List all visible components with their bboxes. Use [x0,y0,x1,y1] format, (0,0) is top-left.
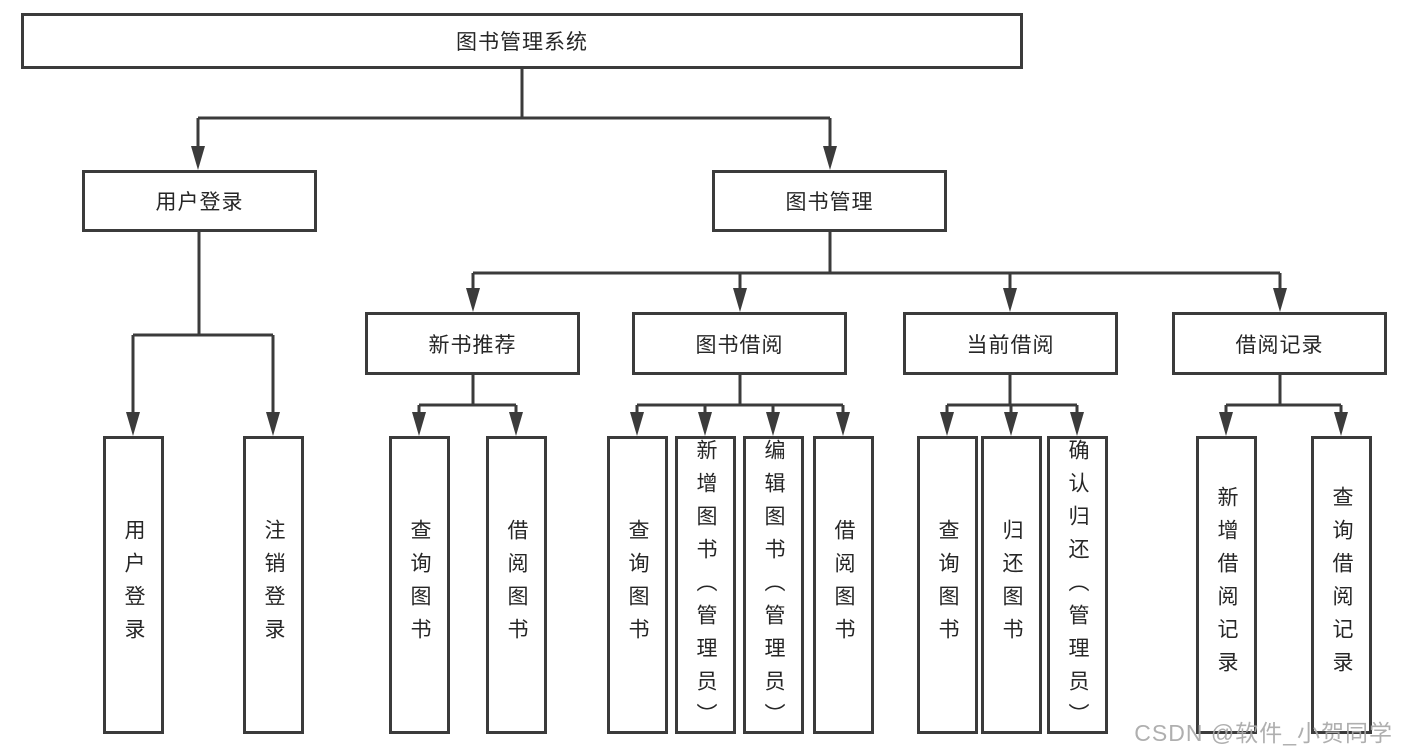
node-label: 查询图书 [936,519,959,651]
node-query-books-current: 查询图书 [917,436,978,734]
node-label: 新书推荐 [428,333,517,357]
node-label: 查询借阅记录 [1330,486,1353,684]
csdn-watermark: CSDN @软件_小贺同学 [1134,720,1393,746]
node-add-borrow-record: 新增借阅记录 [1196,436,1257,734]
node-label: 借阅图书 [832,519,855,651]
node-confirm-return-admin: 确认归还（管理员） [1047,436,1108,736]
node-query-books-borrow: 查询图书 [607,436,668,734]
node-logout: 注销登录 [243,436,304,734]
node-borrow-books-recommend: 借阅图书 [486,436,547,734]
node-label: 借阅图书 [505,519,528,651]
node-edit-books-admin: 编辑图书（管理员） [743,436,804,736]
node-new-book-recommend: 新书推荐 [365,312,580,375]
node-label: 确认归还（管理员） [1066,439,1089,736]
node-user-login-leaf: 用户登录 [103,436,164,734]
node-borrowing-records: 借阅记录 [1172,312,1387,375]
node-label: 用户登录 [155,191,244,214]
node-label: 归还图书 [1000,519,1023,651]
connector-lines [131,69,1343,415]
node-label: 借阅记录 [1235,333,1324,357]
node-label: 注销登录 [262,519,285,651]
node-label: 新增图书（管理员） [694,439,717,736]
arrowhead-icons [126,146,1348,436]
node-label: 编辑图书（管理员） [762,439,785,736]
node-label: 新增借阅记录 [1215,486,1238,684]
node-label: 当前借阅 [966,333,1055,357]
node-query-books-recommend: 查询图书 [389,436,450,734]
node-borrow-books: 借阅图书 [813,436,874,734]
node-label: 图书借阅 [695,333,784,357]
node-label: 用户登录 [122,519,145,651]
node-book-management: 图书管理 [712,170,947,232]
node-user-login: 用户登录 [82,170,317,232]
node-current-borrowing: 当前借阅 [903,312,1118,375]
node-book-management-system: 图书管理系统 [21,13,1023,69]
node-label: 查询图书 [408,519,431,651]
node-return-books: 归还图书 [981,436,1042,734]
node-book-borrowing: 图书借阅 [632,312,847,375]
node-label: 图书管理 [785,191,874,214]
node-label: 查询图书 [626,519,649,651]
node-label: 图书管理系统 [456,31,588,54]
node-query-borrow-record: 查询借阅记录 [1311,436,1372,734]
node-add-books-admin: 新增图书（管理员） [675,436,736,736]
